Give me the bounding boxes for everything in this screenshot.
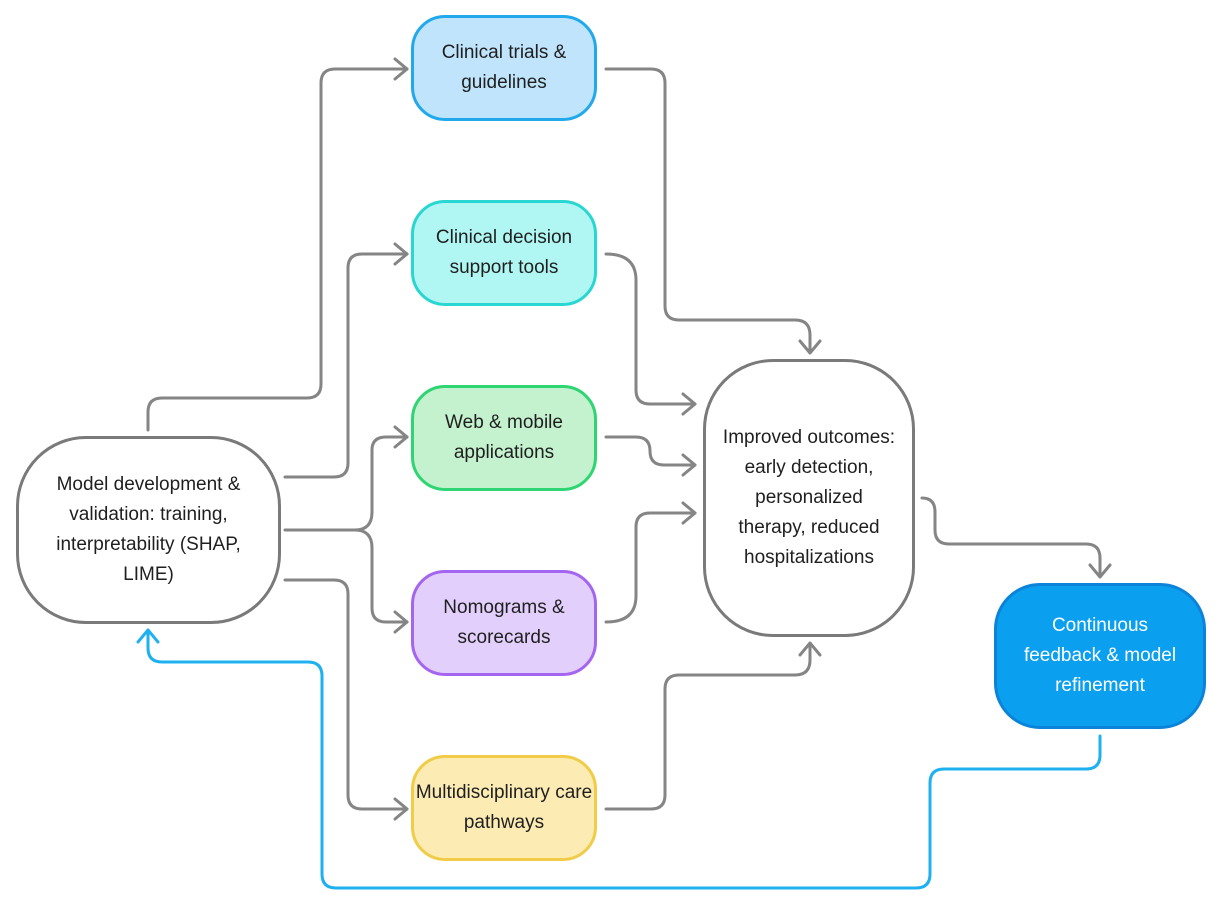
node-clinical-decision-support: Clinical decision support tools	[411, 200, 597, 306]
arrowhead-outcomes-bottom	[798, 641, 822, 657]
arrowhead-outcomes-top-1	[798, 339, 822, 355]
connector-outcomes-to-feedback	[920, 496, 1102, 577]
node-continuous-feedback: Continuous feedback & model refinement	[994, 583, 1206, 729]
node-clinical-decision-support-label: Clinical decision support tools	[435, 227, 573, 278]
connector-nomograms-to-outcomes	[604, 511, 697, 624]
node-web-mobile-apps-label: Web & mobile applications	[445, 412, 563, 463]
arrowhead-outcomes-left-3	[681, 501, 697, 525]
connector-cds-to-outcomes	[604, 252, 697, 406]
node-improved-outcomes: Improved outcomes: early detection, pers…	[703, 359, 915, 637]
node-nomograms: Nomograms & scorecards	[411, 570, 597, 676]
connector-feedback-to-model	[146, 630, 1102, 890]
connector-model-to-care	[283, 578, 409, 811]
node-improved-outcomes-label: Improved outcomes: early detection, pers…	[722, 427, 896, 568]
connector-model-to-web	[283, 435, 409, 532]
node-continuous-feedback-label: Continuous feedback & model refinement	[1023, 615, 1177, 696]
node-web-mobile-apps: Web & mobile applications	[411, 385, 597, 491]
connector-model-to-cds	[283, 252, 409, 479]
arrowhead-trials	[393, 57, 409, 81]
node-model-development: Model development & validation: training…	[16, 436, 281, 624]
arrowhead-outcomes-left-2	[681, 453, 697, 477]
connector-care-to-outcomes	[604, 643, 812, 811]
connector-web-to-outcomes	[604, 435, 697, 467]
connector-trials-to-outcomes	[604, 67, 812, 353]
arrowhead-outcomes-left-1	[681, 392, 697, 416]
node-clinical-trials-label: Clinical trials & guidelines	[441, 42, 567, 93]
node-model-development-label: Model development & validation: training…	[56, 474, 241, 585]
arrowhead-nomograms	[393, 610, 409, 634]
node-clinical-trials: Clinical trials & guidelines	[411, 15, 597, 121]
arrowhead-feedback	[1088, 563, 1112, 579]
arrowhead-web	[393, 425, 409, 449]
connector-model-to-nomograms	[353, 528, 409, 624]
connector-model-to-trials	[146, 67, 409, 432]
node-care-pathways-label: Multidisciplinary care pathways	[415, 782, 593, 833]
arrowhead-model-bottom	[136, 628, 160, 644]
node-care-pathways: Multidisciplinary care pathways	[411, 755, 597, 861]
arrowhead-care	[393, 797, 409, 821]
node-nomograms-label: Nomograms & scorecards	[443, 597, 565, 648]
arrowhead-cds	[393, 242, 409, 266]
